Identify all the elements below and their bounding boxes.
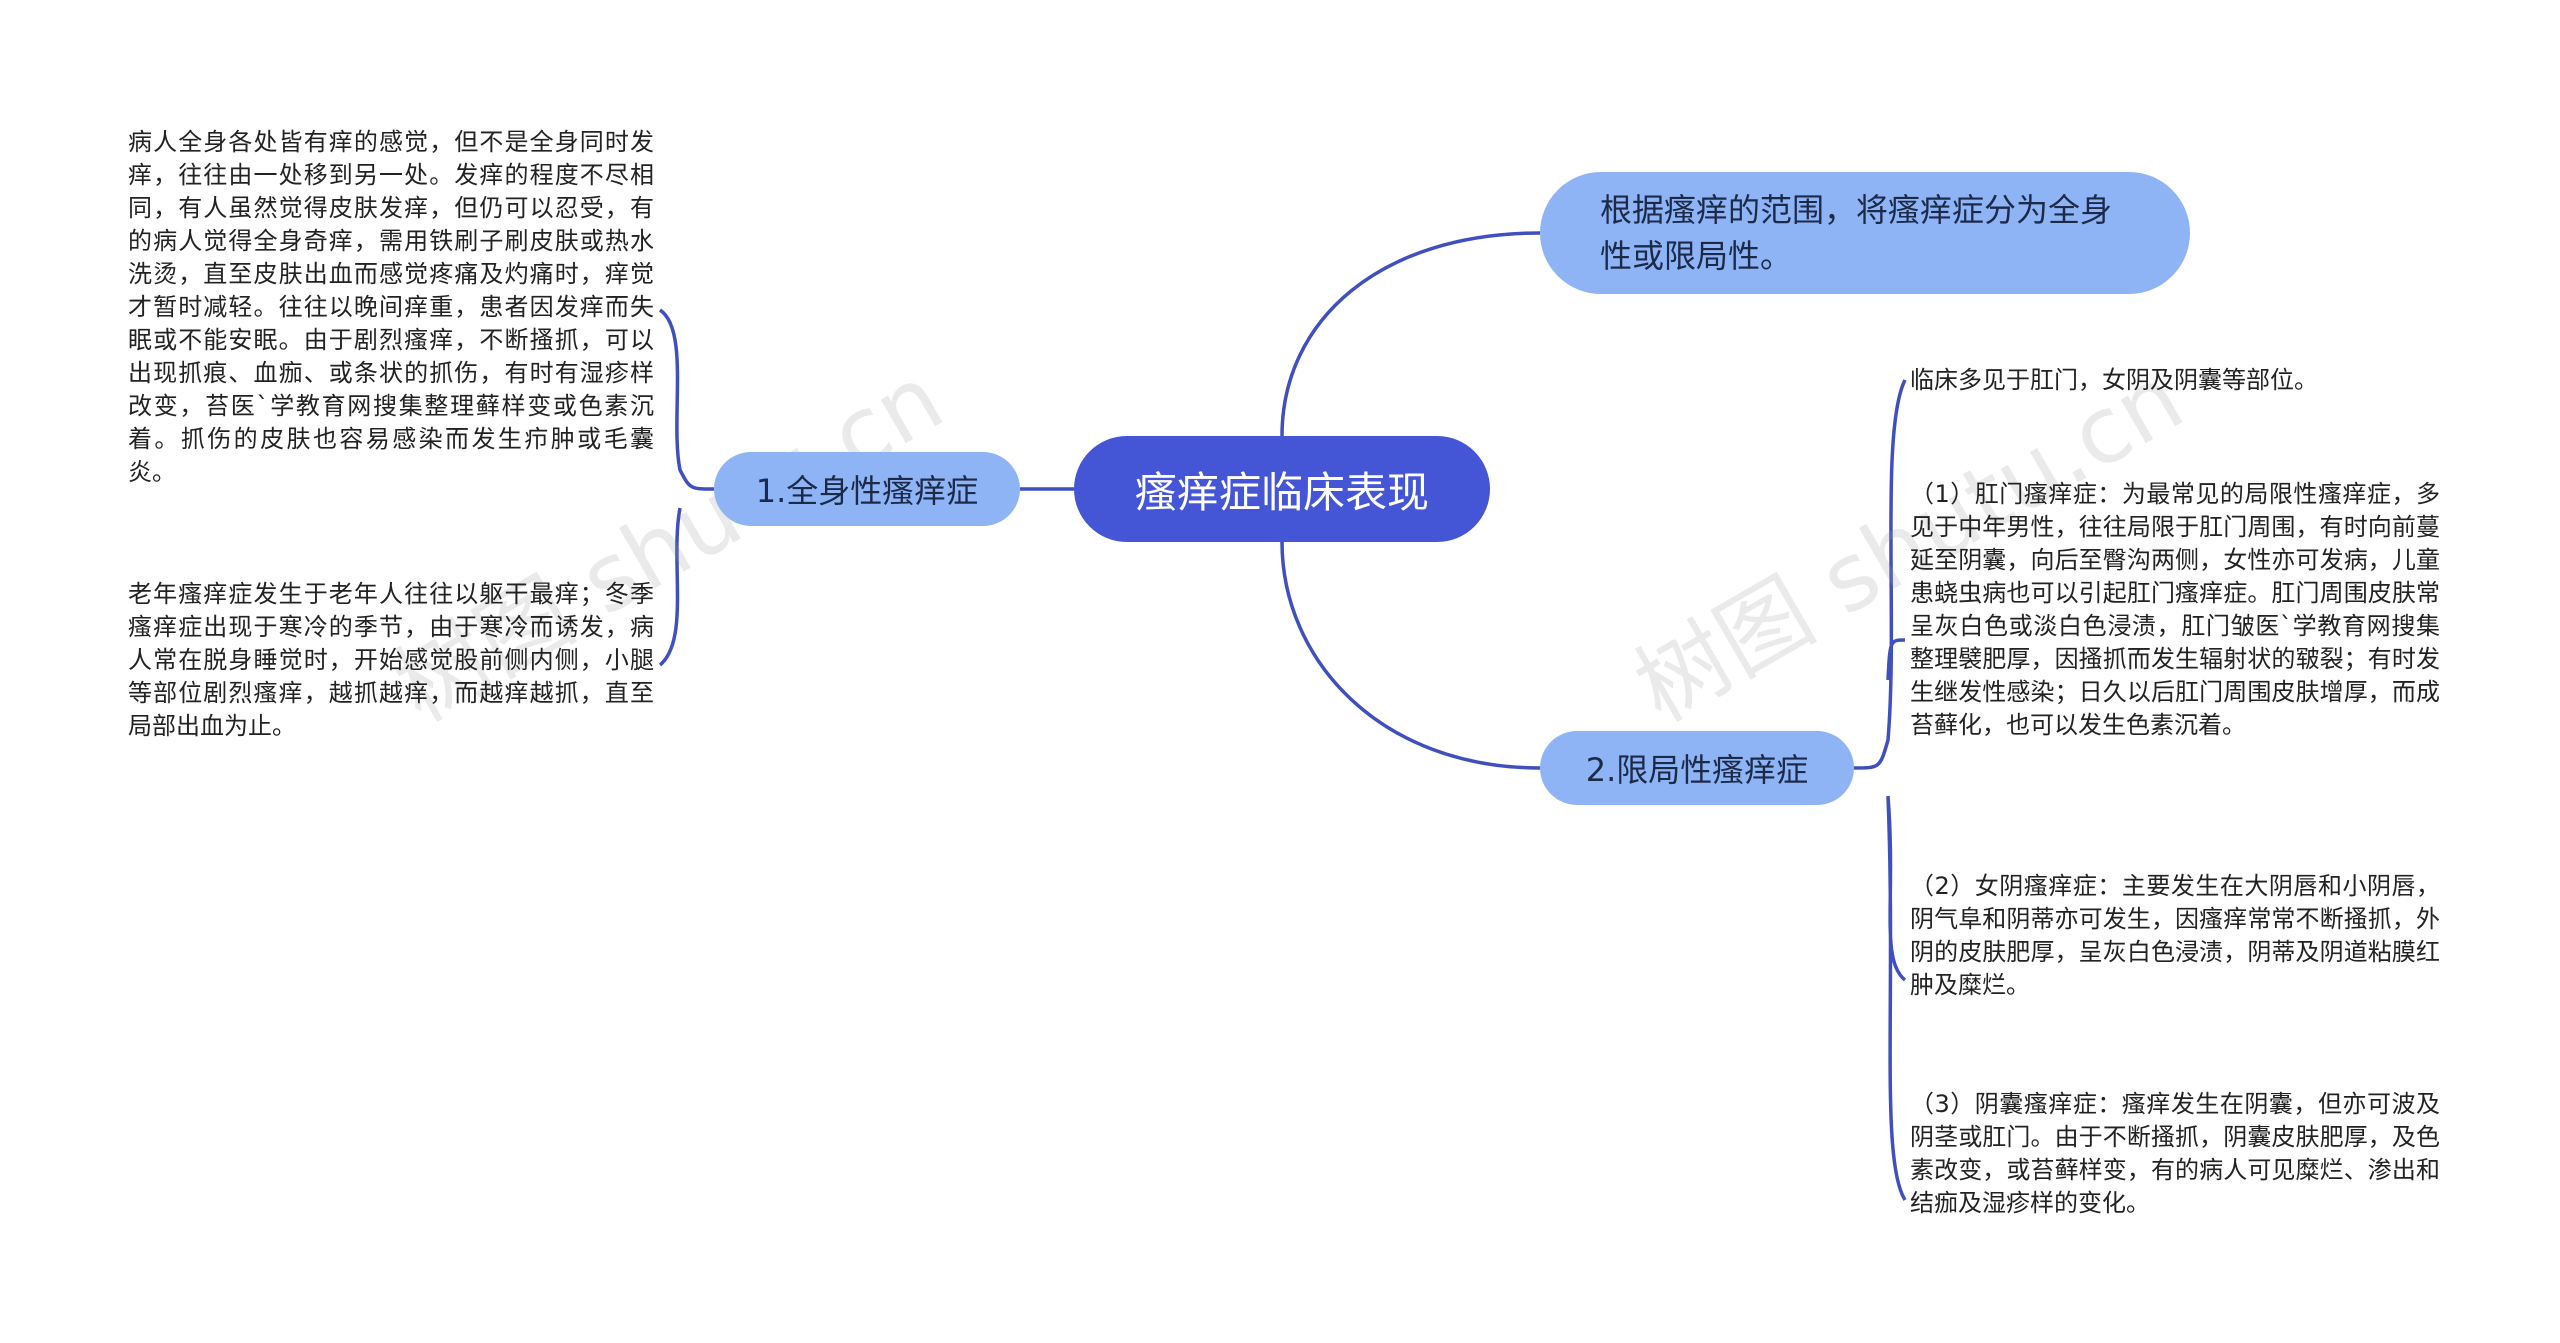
branch-label: 1.全身性瘙痒症 bbox=[755, 472, 979, 510]
branch-localized-pruritus[interactable]: 2.限局性瘙痒症 bbox=[1540, 731, 1854, 805]
leaf-common-sites: 临床多见于肛门，女阴及阴囊等部位。 bbox=[1910, 366, 2318, 394]
leaf-senile-winter-pruritus: 老年瘙痒症发生于老年人往往以躯干最痒；冬季瘙痒症出现于寒冷的季节，由于寒冷而诱发… bbox=[128, 580, 654, 740]
leaf-vulvar-pruritus: （2）女阴瘙痒症：主要发生在大阴唇和小阴唇，阴气阜和阴蒂亦可发生，因瘙痒常常不断… bbox=[1910, 872, 2440, 999]
root-label: 瘙痒症临床表现 bbox=[1134, 467, 1429, 517]
leaf-scrotal-pruritus: （3）阴囊瘙痒症：瘙痒发生在阴囊，但亦可波及阴茎或肛门。由于不断搔抓，阴囊皮肤肥… bbox=[1910, 1090, 2440, 1217]
branch-label: 根据瘙痒的范围，将瘙痒症分为全身性或限局性。 bbox=[1600, 191, 2113, 275]
bracket-left bbox=[658, 308, 715, 667]
branch-systemic-pruritus[interactable]: 1.全身性瘙痒症 bbox=[714, 452, 1020, 526]
leaf-anal-pruritus: （1）肛门瘙痒症：为最常见的局限性瘙痒症，多见于中年男性，往往局限于肛门周围，有… bbox=[1910, 480, 2440, 739]
leaf-systemic-description: 病人全身各处皆有痒的感觉，但不是全身同时发痒，往往由一处移到另一处。发痒的程度不… bbox=[128, 128, 654, 486]
branch-classification-note[interactable]: 根据瘙痒的范围，将瘙痒症分为全身性或限局性。 bbox=[1540, 172, 2190, 294]
link-root-branch2 bbox=[1280, 541, 1541, 770]
bracket-right bbox=[1853, 379, 1907, 1201]
branch-label: 2.限局性瘙痒症 bbox=[1585, 751, 1809, 789]
root-node[interactable]: 瘙痒症临床表现 bbox=[1074, 436, 1490, 542]
link-root-branch3 bbox=[1280, 231, 1541, 437]
